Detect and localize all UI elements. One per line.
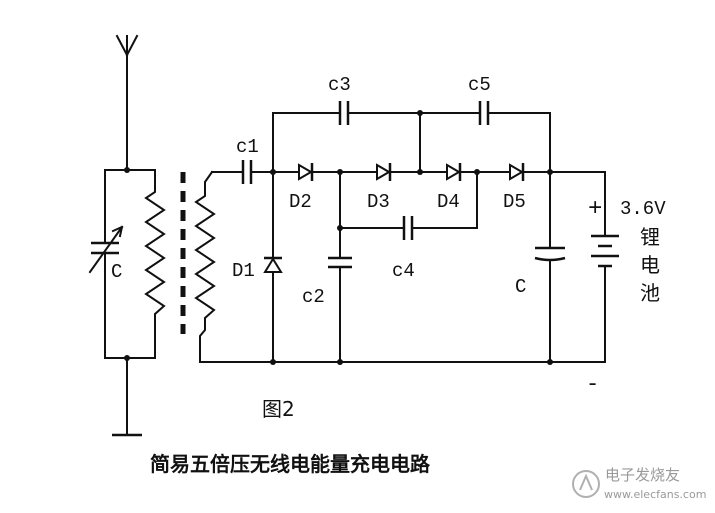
watermark-logo-icon [572,470,600,498]
d1-triangle [263,257,283,273]
ground-symbol [112,357,142,437]
label-c4: c4 [392,260,415,282]
d3-triangle [376,163,391,181]
diode-d2 [298,163,314,181]
capacitor-c2 [328,171,352,363]
battery-name-char-2: 电 [640,253,660,277]
node-top-rail [417,110,423,116]
capacitor-c5 [478,101,490,125]
node-d4-d5 [474,169,480,175]
d2-triangle [298,163,313,181]
label-d2: D2 [289,191,312,213]
battery-minus-sign: - [586,372,599,397]
capacitor-c-output [534,112,566,363]
secondary-inductor [194,170,216,363]
capacitor-c4 [402,216,414,240]
top-rail-left [272,112,341,173]
tank-circuit [88,169,166,361]
diode-d4 [446,163,462,181]
diagram-title: 简易五倍压无线电能量充电电路 [150,452,431,476]
watermark-brand: 电子发烧友 [605,466,680,484]
lithium-battery [591,171,619,363]
battery-voltage: 3.6V [620,198,666,220]
watermark-logo-mark [579,473,593,491]
capacitor-c1 [241,160,253,184]
battery-plus-sign: + [588,196,602,223]
antenna-left-arm [115,34,129,57]
figure-label: 图2 [262,397,295,421]
node-d3-d4 [417,169,423,175]
label-d3: D3 [367,191,390,213]
battery-name-char-1: 锂 [640,225,660,249]
label-c5: c5 [468,74,491,96]
watermark-url: www.elecfans.com [604,488,706,501]
watermark: 电子发烧友 www.elecfans.com [572,466,706,501]
c4-wire-right [411,171,478,229]
label-c-output: C [515,276,526,298]
label-d1: D1 [232,260,255,282]
primary-inductor [144,169,166,359]
label-c1: c1 [236,136,259,158]
wiring [199,110,606,365]
label-d5: D5 [503,191,526,213]
d5-triangle [509,163,524,181]
label-c-tank: C [111,261,122,283]
d4-triangle [446,163,461,181]
label-d4: D4 [437,191,460,213]
label-c3: c3 [328,74,351,96]
battery-name-char-3: 池 [640,281,660,305]
diode-d1 [263,171,283,363]
label-c2: c2 [302,286,325,308]
diode-d5 [509,163,525,181]
capacitor-c3 [338,101,350,125]
antenna-right-arm [125,34,139,57]
diode-d3 [376,163,392,181]
variable-capacitor-arrow [88,225,124,274]
antenna [115,34,139,173]
